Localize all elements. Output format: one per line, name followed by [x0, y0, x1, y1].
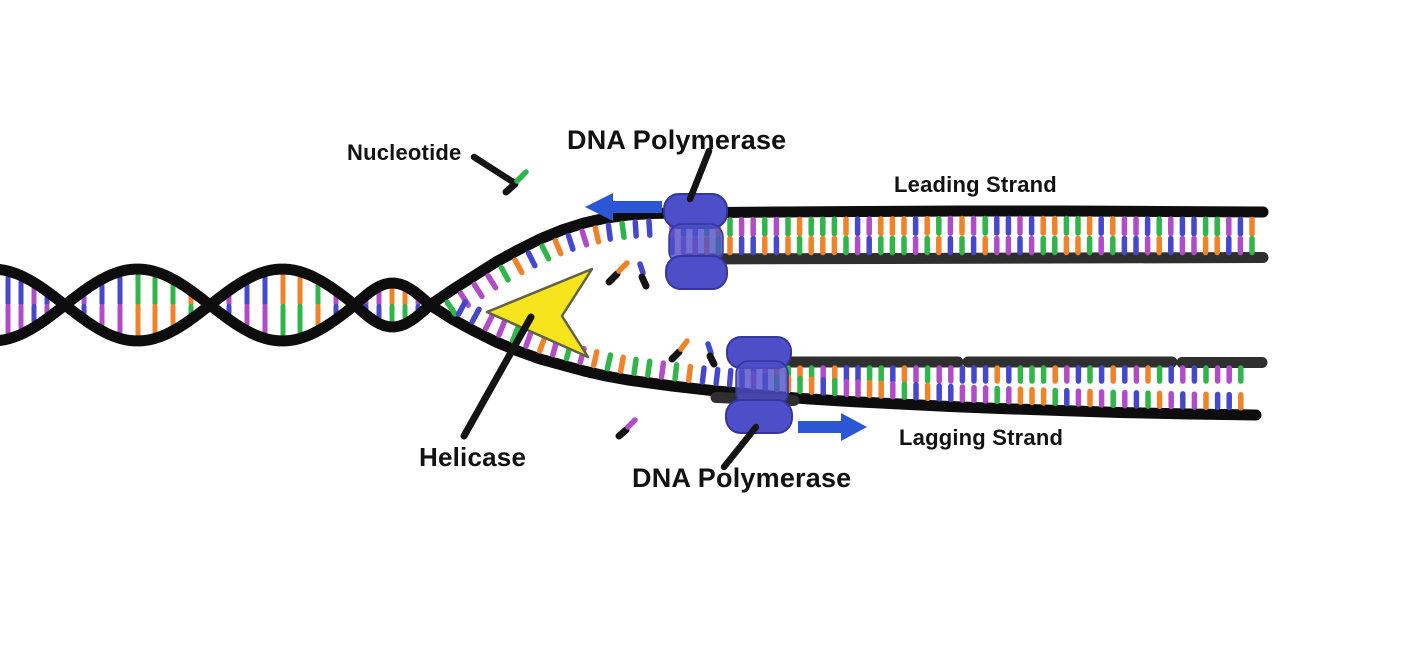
- template-strand-leading: [0, 205, 1269, 347]
- helicase-enzyme-shape: [485, 267, 594, 359]
- base-tick: [525, 250, 538, 269]
- nucleotide-stub: [502, 180, 519, 196]
- nucleotide-base-tip: [616, 260, 630, 274]
- base-tick: [645, 358, 653, 378]
- free-nucleotide-purple: [615, 417, 638, 440]
- base-tick: [592, 225, 602, 245]
- polymerase-top-lobe: [663, 193, 728, 229]
- template-strand-lagging: [0, 263, 1262, 421]
- free-nucleotide-blue-2: [705, 341, 718, 368]
- label-helicase: Helicase: [419, 442, 527, 472]
- dna-polymerase-bottom-pointer-line: [720, 423, 760, 471]
- base-tick: [619, 220, 627, 240]
- nucleotide-pointer-line: [470, 153, 517, 186]
- base-tick: [658, 360, 667, 380]
- base-tick: [537, 335, 548, 354]
- nucleotide-stub: [638, 273, 650, 290]
- label-lagging-strand: Lagging Strand: [899, 425, 1064, 450]
- base-tick: [579, 228, 590, 248]
- free-nucleotide-green: [502, 169, 529, 196]
- helicase-pointer-line: [460, 313, 535, 440]
- base-tick: [699, 365, 707, 385]
- base-tick: [713, 366, 721, 387]
- base-tick: [685, 363, 694, 384]
- base-tick: [523, 330, 534, 349]
- label-dna-polymerase-bottom: DNA Polymerase: [632, 463, 852, 493]
- replication-direction-arrow-left: [585, 193, 662, 221]
- dna-polymerase-top-pointer-line: [686, 147, 713, 203]
- base-tick: [632, 219, 639, 239]
- nucleotide-base-tip: [514, 169, 529, 184]
- base-tick: [469, 306, 482, 325]
- dna-polymerase-top-shape: [663, 193, 728, 290]
- parental-dna-double-helix: [0, 205, 1269, 421]
- leading-new-strand: [682, 252, 1269, 265]
- helix-base-pairs: [5, 273, 421, 337]
- leading-strand-base-pairs: [669, 215, 1255, 256]
- free-nucleotides: [502, 169, 718, 440]
- base-tick: [471, 281, 485, 300]
- base-tick: [605, 222, 614, 242]
- base-tick: [455, 299, 469, 317]
- base-tick: [565, 233, 576, 252]
- polymerase-bottom-lobe: [665, 255, 728, 290]
- nucleotide-stub: [615, 426, 630, 440]
- base-tick: [444, 299, 458, 317]
- nucleotide-base-tip: [625, 417, 638, 430]
- pointer-lines: [460, 147, 760, 471]
- free-nucleotide-orange-2: [668, 338, 690, 363]
- base-tick: [617, 354, 626, 374]
- nucleotide-stub: [668, 348, 683, 363]
- label-dna-polymerase-top: DNA Polymerase: [567, 125, 787, 155]
- nucleotide-base-tip: [678, 338, 690, 352]
- base-tick: [672, 362, 680, 382]
- nucleotide-base-tip: [637, 261, 646, 276]
- base-tick: [539, 243, 552, 262]
- nucleotide-base-tip: [705, 341, 714, 356]
- nucleotide-stub: [706, 352, 718, 368]
- label-nucleotide: Nucleotide: [347, 140, 462, 165]
- label-leading-strand: Leading Strand: [894, 172, 1057, 197]
- base-tick: [646, 218, 653, 238]
- base-tick: [483, 313, 495, 332]
- free-nucleotide-blue: [637, 261, 650, 290]
- free-nucleotide-orange: [605, 260, 630, 286]
- polymerase-bottom-lobe: [725, 399, 793, 434]
- base-tick: [512, 257, 525, 276]
- base-tick: [496, 319, 507, 338]
- base-tick: [498, 264, 511, 283]
- base-tick: [726, 367, 734, 388]
- base-tick: [552, 238, 564, 257]
- base-tick: [631, 356, 639, 377]
- leading-template-unpaired-bases: [444, 218, 653, 317]
- base-tick: [485, 273, 499, 291]
- nucleotide-stub: [605, 270, 621, 286]
- replication-direction-arrow-right: [798, 413, 867, 441]
- base-tick: [590, 349, 600, 369]
- base-tick: [604, 352, 614, 372]
- base-tick: [509, 324, 521, 344]
- dna-polymerase-bottom-shape: [725, 336, 793, 434]
